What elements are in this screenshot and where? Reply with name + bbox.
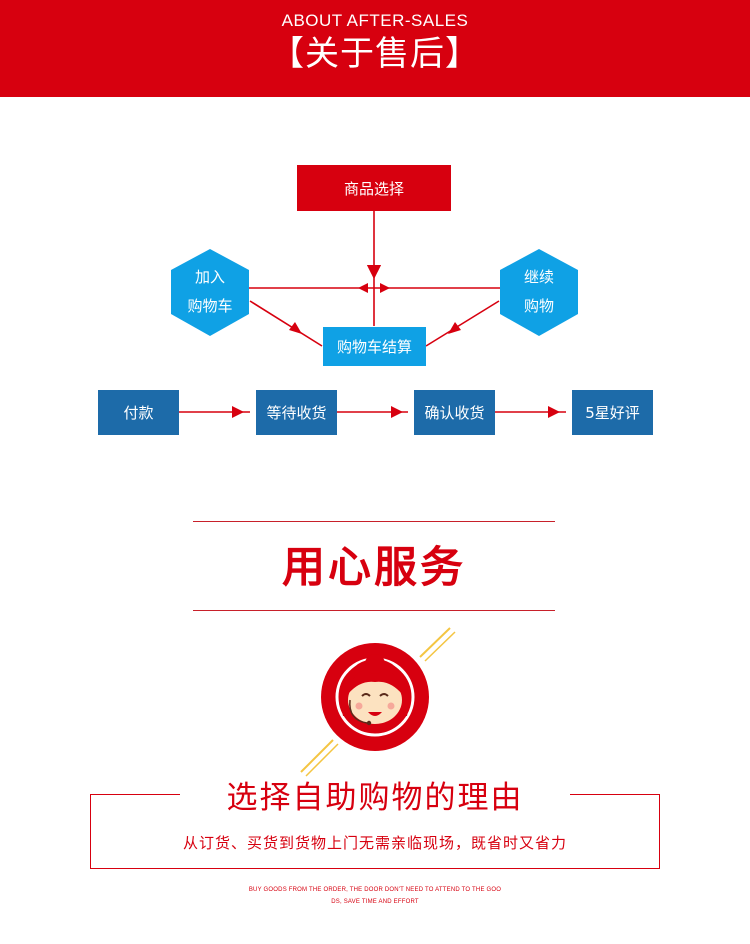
hex-add-cart-line2: 购物车	[187, 297, 233, 315]
hex-continue-label: 继续 购物	[500, 263, 578, 321]
footer-line-2: DS, SAVE TIME AND EFFORT	[331, 899, 419, 905]
gold-line-bottom-1	[300, 739, 334, 773]
step-confirm-receipt: 确认收货	[414, 390, 495, 435]
step-product-select: 商品选择	[297, 165, 451, 211]
slogan-rule-bottom	[193, 610, 555, 611]
arrow-step-2-head	[391, 406, 403, 418]
reason-title: 选择自助购物的理由	[180, 777, 570, 819]
hex-continue-line2: 购物	[523, 297, 554, 315]
hex-add-cart-label: 加入 购物车	[171, 263, 249, 321]
arrow-left-diag-head	[289, 322, 302, 334]
step-cart-checkout: 购物车结算	[323, 327, 426, 366]
step-await-delivery: 等待收货	[256, 390, 337, 435]
header-subtitle: ABOUT AFTER-SALES	[281, 11, 469, 30]
step-pay: 付款	[98, 390, 179, 435]
customer-service-agent-icon	[321, 643, 429, 751]
gold-line-bottom-2	[305, 743, 339, 777]
hexagon-continue	[500, 249, 578, 336]
reason-subtitle: 从订货、买货到货物上门无需亲临现场，既省时又省力	[182, 834, 567, 852]
arrow-right-diag-head	[448, 322, 461, 334]
step-five-star-review: 5星好评	[572, 390, 653, 435]
arrow-right-diag	[425, 300, 500, 347]
arrow-left-diag	[249, 300, 323, 347]
gold-line-top-1	[419, 627, 451, 658]
arrow-right-head	[380, 283, 390, 293]
slogan-rule-top	[193, 521, 555, 522]
header-banner: ABOUT AFTER-SALES 【关于售后】	[0, 0, 750, 97]
hex-continue-line1: 继续	[523, 268, 554, 286]
arrow-left-head	[358, 283, 368, 293]
header-title: 【关于售后】	[270, 34, 480, 74]
hex-add-cart-line1: 加入	[194, 268, 225, 286]
arrow-step-1-head	[232, 406, 244, 418]
arrow-step-3-head	[548, 406, 560, 418]
hexagon-add-cart	[171, 249, 249, 336]
footer-line-1: BUY GOODS FROM THE ORDER, THE DOOR DON'T…	[248, 887, 502, 893]
slogan-text: 用心服务	[282, 543, 466, 593]
gold-line-top-2	[424, 631, 456, 662]
